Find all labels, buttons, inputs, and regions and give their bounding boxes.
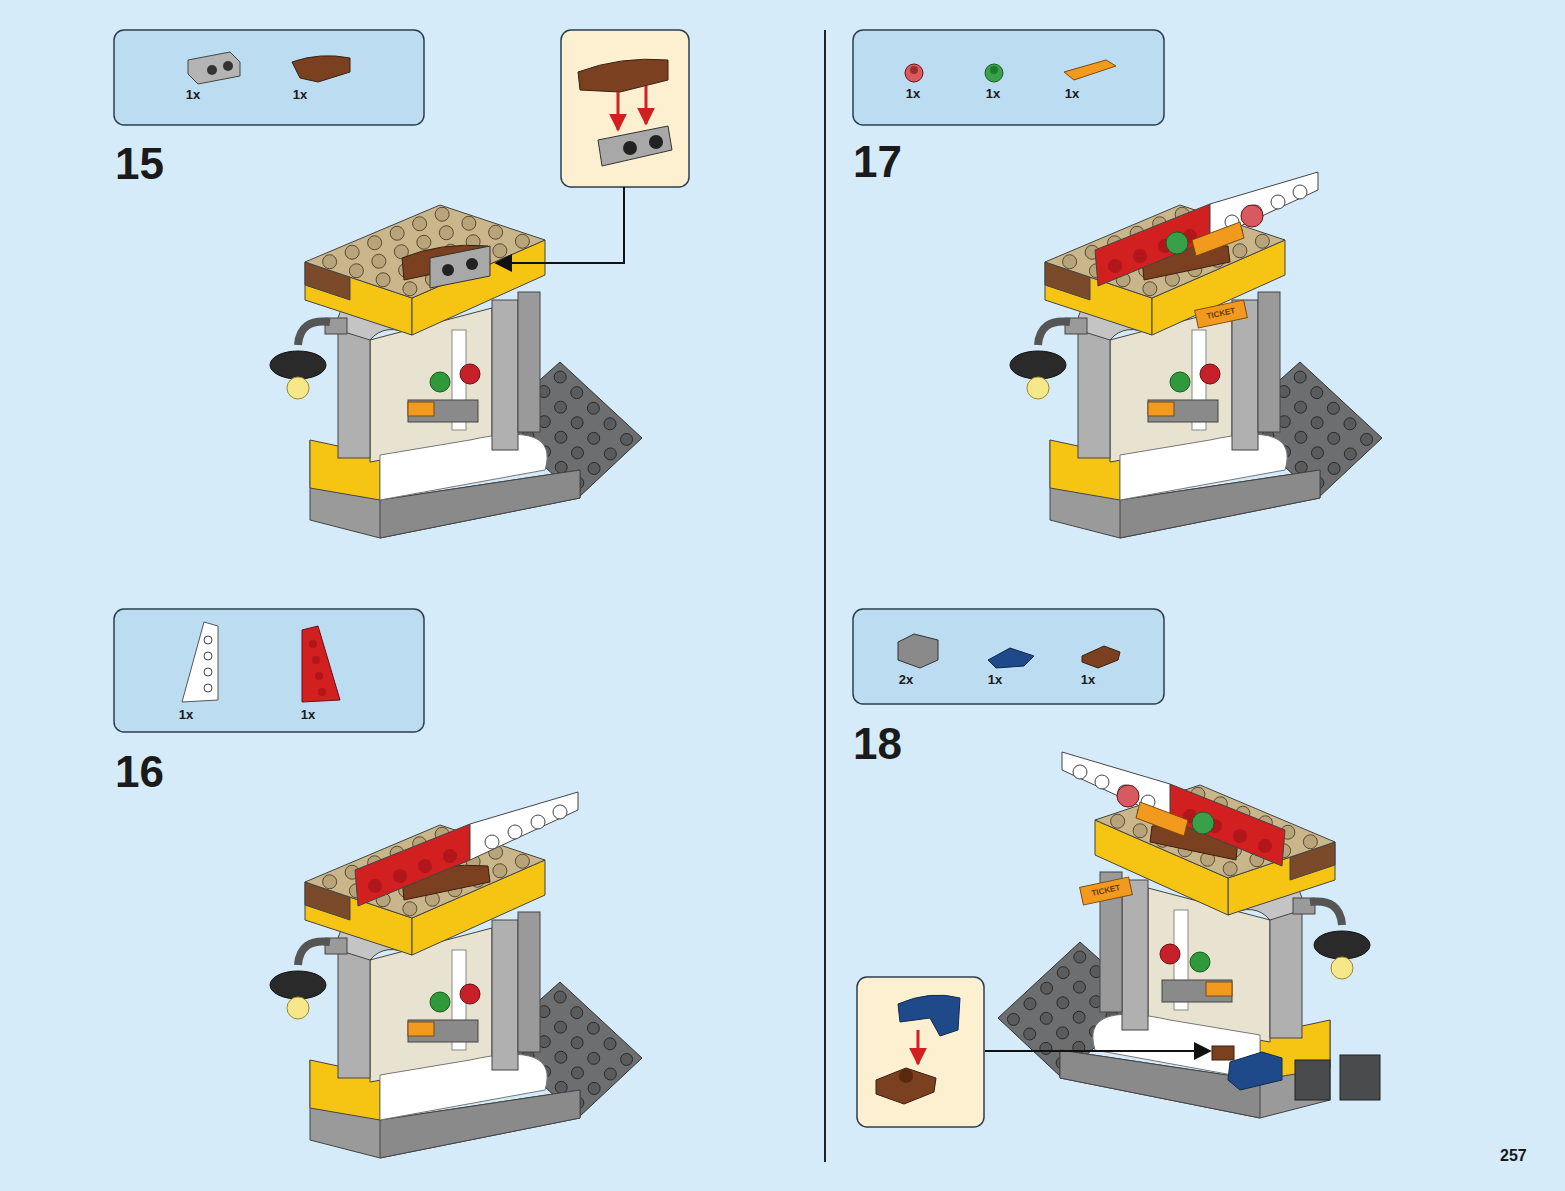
quantity-label: 1x xyxy=(1065,87,1079,100)
illustration-shape xyxy=(1062,752,1285,866)
illustration-shape xyxy=(292,56,350,82)
illustration-shape xyxy=(824,30,826,1162)
illustration-shape xyxy=(617,92,620,130)
page-number: 257 xyxy=(1500,1148,1527,1164)
illustration-shape xyxy=(898,995,960,1036)
illustration-shape xyxy=(857,977,984,1127)
illustration-shape xyxy=(598,126,672,166)
quantity-label: 1x xyxy=(906,87,920,100)
illustration-shape xyxy=(998,752,1370,1118)
illustration-shape xyxy=(430,246,490,288)
illustration-shape xyxy=(1195,300,1248,328)
illustration-shape xyxy=(204,668,212,676)
illustration-shape xyxy=(223,61,233,71)
illustration-shape xyxy=(1228,1052,1282,1090)
illustration-shape xyxy=(1117,785,1139,807)
illustration-shape xyxy=(204,636,212,644)
illustration-shape xyxy=(207,65,217,75)
illustration-shape xyxy=(1064,60,1116,80)
illustration-shape xyxy=(985,1050,1210,1052)
illustration-shape xyxy=(1082,646,1120,668)
illustration-shape xyxy=(270,205,642,538)
illustration-shape xyxy=(466,258,478,270)
illustration-shape xyxy=(204,652,212,660)
illustration-shape xyxy=(1010,172,1382,538)
step-number: 15 xyxy=(115,142,164,186)
illustration-shape xyxy=(578,59,668,92)
illustration-shape xyxy=(315,672,323,680)
step-number: 18 xyxy=(853,722,902,766)
illustration-shape xyxy=(114,609,424,732)
illustration-shape xyxy=(876,1068,936,1104)
illustration-shape xyxy=(182,622,218,702)
illustration-shape xyxy=(1192,812,1214,834)
illustration-shape xyxy=(270,792,642,1158)
illustration-shape xyxy=(1136,802,1188,836)
illustration-shape xyxy=(853,609,1164,704)
illustration-shape xyxy=(898,634,938,668)
illustration-shape xyxy=(204,684,212,692)
illustration-shape xyxy=(1212,1046,1234,1060)
illustration-shape xyxy=(1010,205,1382,538)
illustration-shape xyxy=(1295,1060,1330,1100)
quantity-label: 1x xyxy=(293,88,307,101)
step-number: 17 xyxy=(853,140,902,184)
illustration-shape xyxy=(649,135,663,149)
illustration-shape xyxy=(988,648,1034,668)
illustration-shape xyxy=(318,688,326,696)
illustration-shape xyxy=(302,626,340,702)
illustration-shape xyxy=(623,141,637,155)
quantity-label: 1x xyxy=(179,708,193,721)
illustration-shape xyxy=(853,30,1164,125)
illustration-shape xyxy=(917,1030,920,1064)
illustration-shape xyxy=(998,785,1370,1118)
illustration-shape xyxy=(442,264,454,276)
illustration-shape xyxy=(270,825,642,1158)
quantity-label: 1x xyxy=(186,88,200,101)
illustration-shape xyxy=(309,640,317,648)
illustration-shape xyxy=(1192,222,1244,256)
illustration-shape xyxy=(985,64,1003,82)
quantity-label: 1x xyxy=(988,673,1002,686)
quantity-label: 2x xyxy=(899,673,913,686)
illustration-shape xyxy=(1080,877,1133,905)
illustration-shape xyxy=(1340,1055,1380,1100)
illustration-shape xyxy=(188,52,240,84)
illustration-shape xyxy=(561,30,689,187)
illustration-shape xyxy=(1095,172,1318,286)
step-number: 16 xyxy=(115,750,164,794)
illustration-shape xyxy=(910,66,918,74)
illustration-shape xyxy=(899,1069,913,1083)
illustration-shape xyxy=(355,792,578,906)
quantity-label: 1x xyxy=(986,87,1000,100)
illustration-shape xyxy=(1241,205,1263,227)
illustration-shape xyxy=(496,187,624,263)
illustration-shape xyxy=(905,64,923,82)
illustration-shape xyxy=(990,66,998,74)
quantity-label: 1x xyxy=(301,708,315,721)
illustration-shape xyxy=(1166,232,1188,254)
illustration-shape xyxy=(114,30,424,125)
illustration-shape xyxy=(645,86,648,124)
illustration-shape xyxy=(312,656,320,664)
quantity-label: 1x xyxy=(1081,673,1095,686)
